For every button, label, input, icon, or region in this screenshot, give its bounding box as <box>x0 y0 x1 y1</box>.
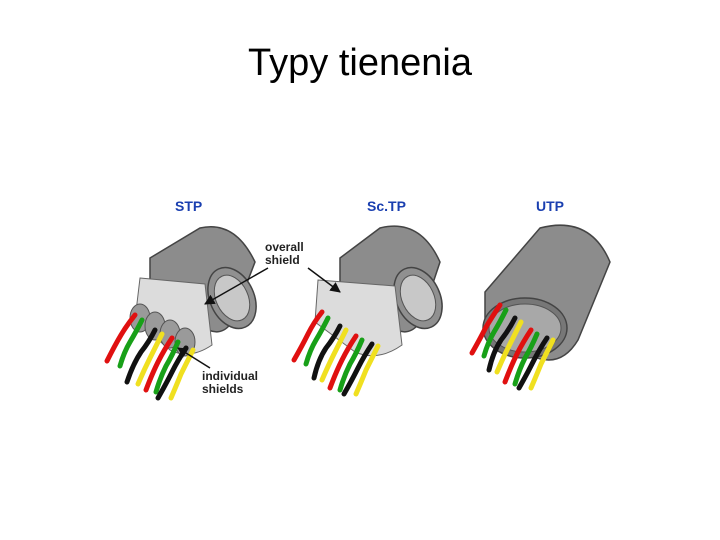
callout-line-2: shields <box>202 382 244 396</box>
overall-shield-arrows <box>204 267 341 305</box>
sctp-jacket <box>339 225 443 333</box>
stp-wire-pairs <box>104 312 196 401</box>
sctp-cable <box>291 225 443 397</box>
label-sctp: Sc.TP <box>367 198 406 214</box>
callout-line-1: individual <box>202 369 259 383</box>
individual-shields-callout: individual shields <box>202 370 258 396</box>
callout-line-2: shield <box>265 253 300 267</box>
utp-cable <box>469 224 611 391</box>
sctp-wire-pairs <box>291 309 381 397</box>
utp-wire-pairs <box>469 302 556 391</box>
slide-title: Typy tienenia <box>248 42 472 84</box>
individual-shields-arrows <box>177 347 211 369</box>
stp-jacket <box>149 226 257 333</box>
callout-line-1: overall <box>265 240 304 254</box>
label-stp: STP <box>175 198 203 214</box>
overall-shield-callout: overall shield <box>265 241 304 267</box>
label-utp: UTP <box>536 198 564 214</box>
stp-cable <box>104 226 257 401</box>
